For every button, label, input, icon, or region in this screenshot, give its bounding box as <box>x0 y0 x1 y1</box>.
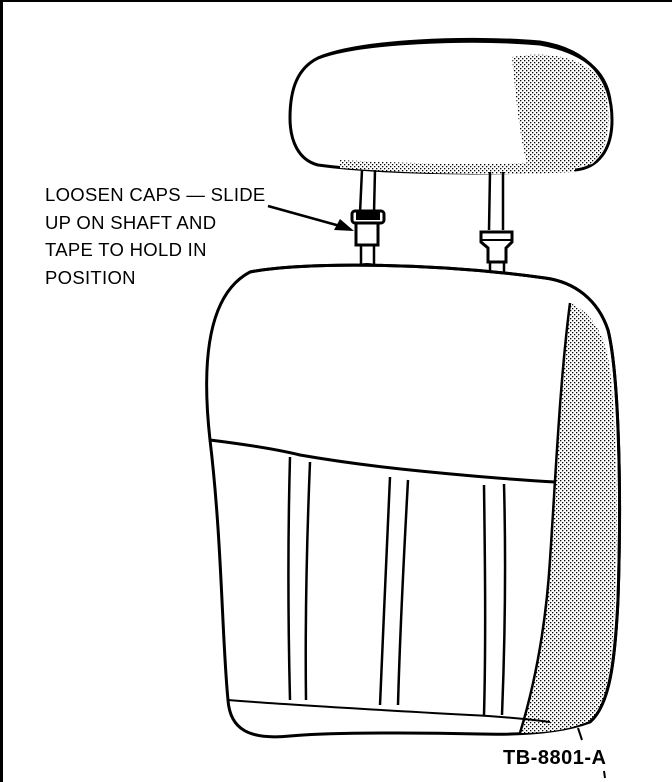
leader-arrow <box>267 204 354 231</box>
pleat-channel-3 <box>482 483 507 716</box>
left-post-cap-lower <box>354 221 380 247</box>
seat-back-outline-overdraw <box>249 263 622 724</box>
callout-line-4: POSITION <box>45 266 136 288</box>
left-headrest-post <box>350 169 386 273</box>
pleat-channel-1 <box>287 456 312 701</box>
headrest-top-edge <box>317 39 612 101</box>
callout-line-3: TAPE TO HOLD IN <box>45 239 207 260</box>
right-post-cap <box>479 230 514 264</box>
headrest <box>288 37 614 175</box>
right-headrest-post <box>479 171 514 282</box>
seat-back-cross-seam <box>209 438 556 484</box>
callout-line-1: LOOSEN CAPS — SLIDE <box>45 184 266 205</box>
pleat-channel-2 <box>378 476 410 706</box>
seat-back-bottom-edge <box>227 699 551 723</box>
callout-note: LOOSEN CAPS — SLIDE UP ON SHAFT AND TAPE… <box>45 181 266 291</box>
headrest-side-shading <box>512 54 609 170</box>
headrest-bottom-shading <box>340 160 575 175</box>
figure-id-label: TB-8801-A <box>503 747 607 769</box>
callout-line-2: UP ON SHAFT AND <box>45 211 217 233</box>
seat-back <box>205 263 622 779</box>
